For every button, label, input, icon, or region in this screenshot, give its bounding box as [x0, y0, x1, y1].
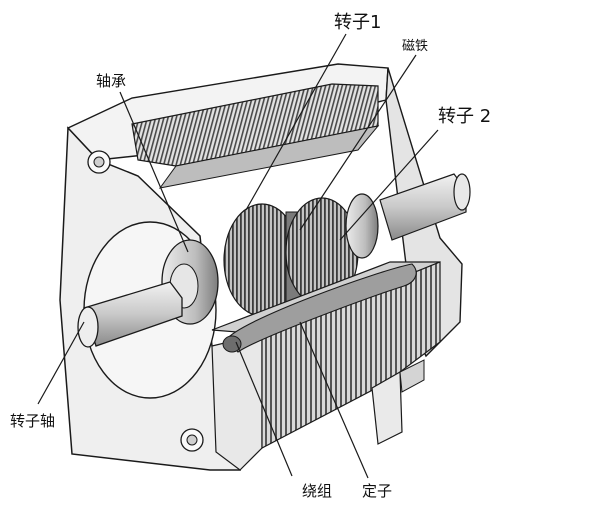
mounting-hole-bottom [180, 428, 204, 452]
leader-rotor1 [245, 33, 347, 211]
leader-bearing [119, 91, 189, 253]
label-rotor-1: 转子1 [334, 12, 382, 33]
front-shaft [77, 281, 183, 348]
label-bearing: 轴承 [96, 72, 127, 90]
leader-shaft [37, 321, 85, 405]
label-stator: 定子 [362, 482, 393, 500]
lead-connector [371, 359, 425, 445]
label-winding: 绕组 [302, 482, 333, 500]
leader-stator [299, 321, 369, 479]
leader-rotor2 [339, 129, 439, 241]
label-rotor-2: 转子 2 [438, 106, 492, 127]
rear-bearing [345, 193, 379, 259]
stator [211, 261, 441, 471]
leader-winding [235, 341, 293, 477]
label-magnet: 磁铁 [402, 39, 429, 54]
stator-front-face [211, 333, 263, 471]
winding-coil [222, 263, 417, 353]
rear-shaft [379, 173, 471, 241]
mounting-hole-top [87, 150, 111, 174]
leader-magnet [299, 54, 417, 231]
upper-lamination-stack [131, 83, 380, 189]
leader-lines [37, 33, 439, 479]
label-rotor-shaft: 转子轴 [10, 412, 56, 430]
